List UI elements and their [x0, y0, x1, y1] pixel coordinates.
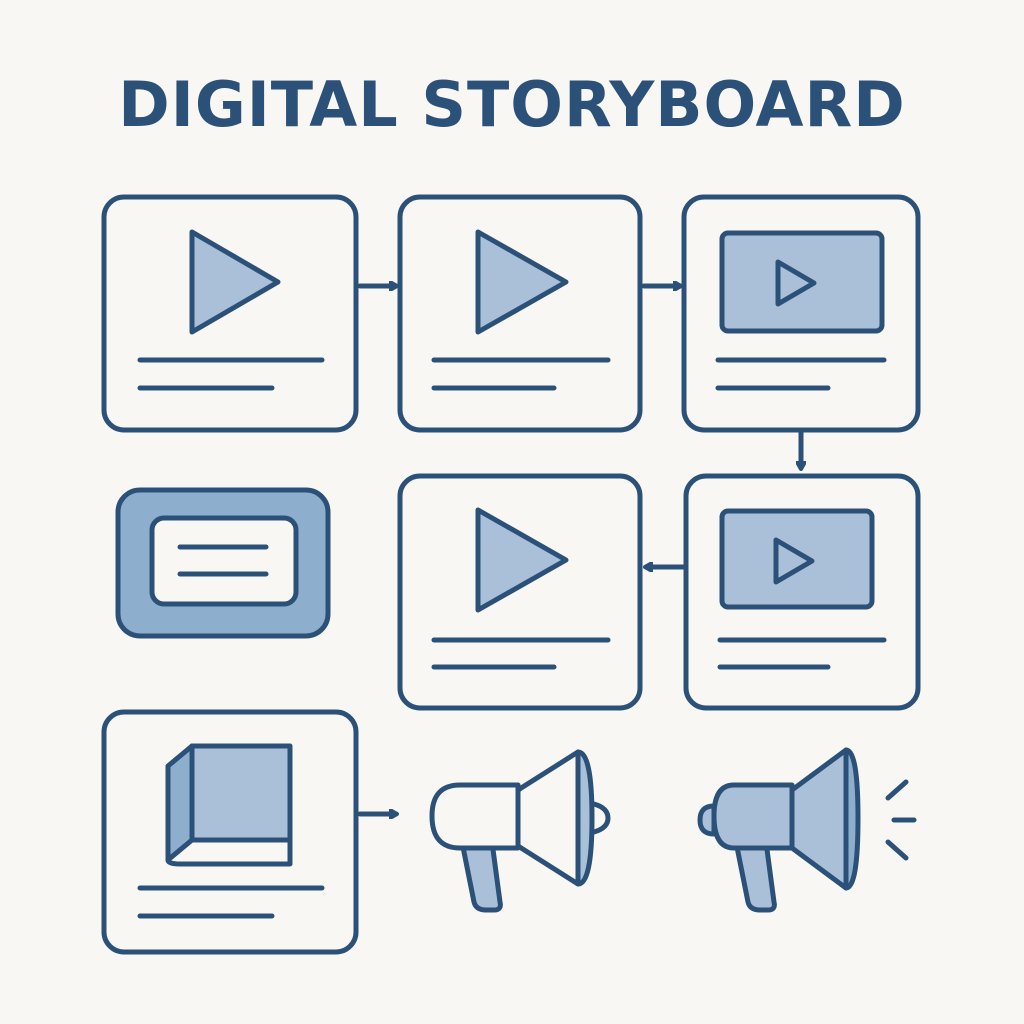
- megaphone-sound-icon: [697, 747, 917, 913]
- video-screen-icon: [719, 508, 875, 610]
- frame-4-text-card: [115, 487, 331, 639]
- frame-6: [683, 473, 921, 711]
- small-play-icon: [773, 537, 815, 585]
- play-icon: [189, 229, 281, 335]
- play-icon: [475, 507, 569, 613]
- frame-3: [681, 194, 921, 433]
- frame-1: [101, 194, 359, 433]
- play-icon: [475, 229, 569, 335]
- frame-7: [101, 709, 359, 955]
- video-screen-icon: [719, 230, 885, 334]
- page-title: DIGITAL STORYBOARD: [118, 68, 906, 141]
- small-play-icon: [775, 259, 817, 307]
- frame-5: [397, 473, 643, 711]
- frame-2: [397, 194, 643, 433]
- megaphone-icon: [429, 749, 611, 913]
- book-icon: [165, 743, 293, 867]
